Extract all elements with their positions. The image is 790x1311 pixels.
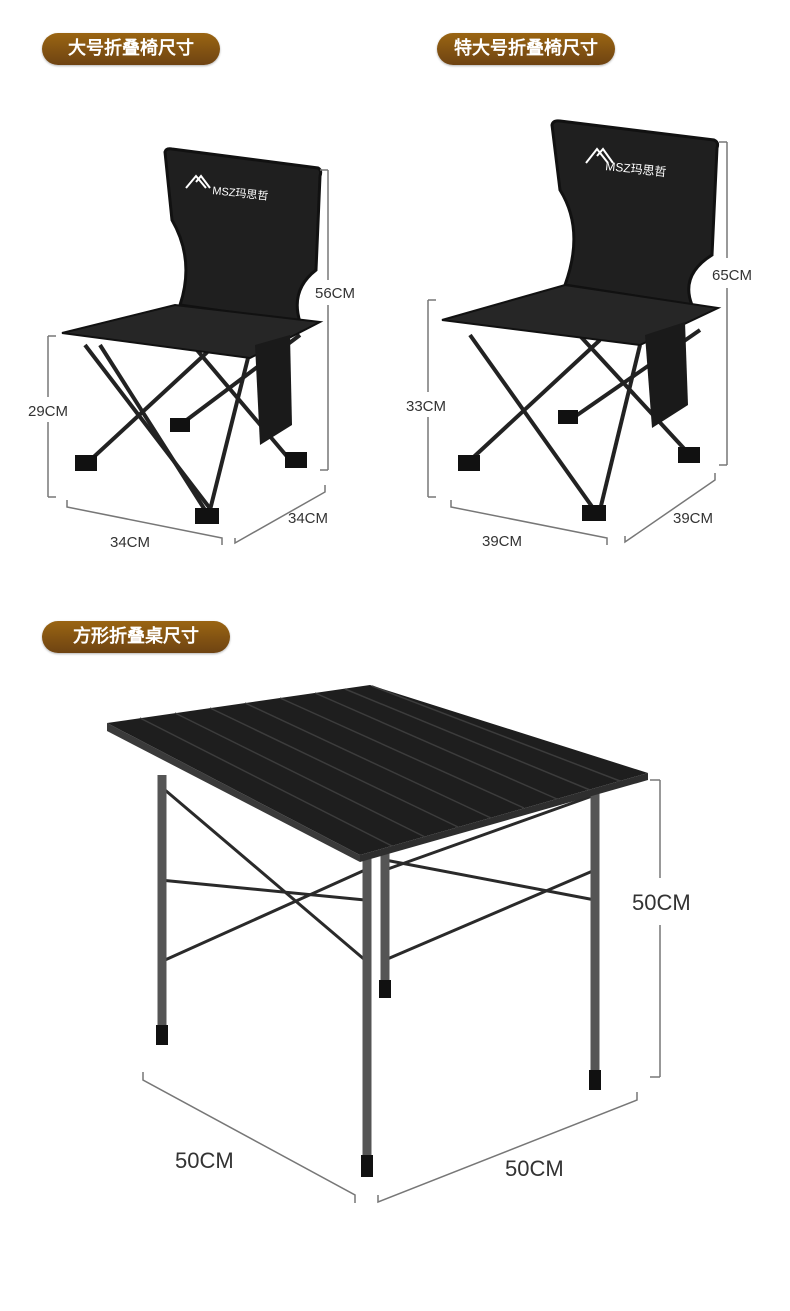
brand-logo: MSZ玛思哲 <box>605 159 667 179</box>
xl-chair-seat-height: 33CM <box>406 398 446 415</box>
large-chair-height: 56CM <box>315 285 355 302</box>
table-depth: 50CM <box>505 1156 564 1181</box>
xl-chair-height: 65CM <box>712 267 752 284</box>
xl-chair-image: MSZ玛思哲 <box>441 119 722 521</box>
large-chair-size-label: 大号折叠椅尺寸 <box>42 33 220 65</box>
large-chair-seat-height: 29CM <box>28 403 68 420</box>
table-size-label: 方形折叠桌尺寸 <box>42 621 230 653</box>
large-chair-depth: 34CM <box>288 510 328 527</box>
table-height: 50CM <box>632 890 691 915</box>
xl-chair-dimensions: 65CM 33CM 39CM 39CM <box>406 141 752 550</box>
xl-chair-depth: 39CM <box>673 510 713 527</box>
table-dimensions: 50CM 50CM 50CM <box>142 779 691 1204</box>
xl-chair-size-label: 特大号折叠椅尺寸 <box>437 33 615 65</box>
table-image <box>107 685 648 1177</box>
large-chair-image: MSZ玛思哲 <box>61 147 324 524</box>
xl-chair-width: 39CM <box>482 533 522 550</box>
brand-logo: MSZ玛思哲 <box>212 184 269 203</box>
large-chair-width: 34CM <box>110 534 150 551</box>
large-chair-dimensions: 56CM 29CM 34CM 34CM <box>28 169 355 551</box>
table-width: 50CM <box>175 1148 234 1173</box>
